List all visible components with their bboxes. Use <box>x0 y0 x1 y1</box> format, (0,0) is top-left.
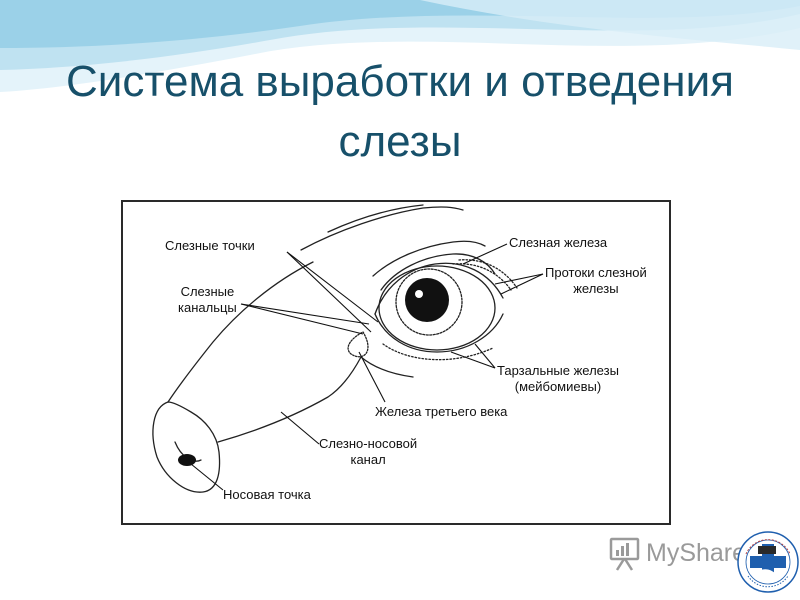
label-third-eyelid-gland: Железа третьего века <box>375 404 508 419</box>
label-nasolacrimal-canal: Слезно-носовой канал <box>319 436 417 468</box>
label-canaliculi-line-1: Слезные <box>180 284 235 299</box>
label-gland-ducts-line-2: железы <box>573 281 619 296</box>
myshared-watermark: MyShare <box>608 534 748 574</box>
label-tarsal-glands-line-2: (мейбомиевы) <box>514 379 602 394</box>
label-tear-points: Слезные точки <box>165 238 255 253</box>
iris <box>395 268 463 336</box>
head-outline <box>300 206 464 251</box>
label-lacrimal-gland: Слезная железа <box>509 235 608 250</box>
eye-anatomy-diagram: Слезные точки Слезные канальцы Слезная ж… <box>121 200 671 525</box>
lower-eyelid <box>374 313 504 353</box>
slide-title: Система выработки и отведения слезы <box>0 52 800 172</box>
veterinary-seal-logo <box>737 531 799 593</box>
upper-lid-crease <box>380 253 496 291</box>
header-wave-decoration <box>0 0 800 92</box>
label-gland-ducts: Протоки слезной железы <box>545 265 647 297</box>
label-tarsal-glands-line-1: Тарзальные железы <box>497 363 619 378</box>
label-canaliculi-line-2: канальцы <box>178 300 237 315</box>
eyeball <box>378 265 496 351</box>
label-nasolacrimal-line-1: Слезно-носовой <box>319 436 418 451</box>
label-canaliculi: Слезные канальцы <box>178 284 237 316</box>
slide-title-line-2: слезы <box>338 117 462 166</box>
label-nasolacrimal-line-2: канал <box>350 452 386 467</box>
muzzle-top-line <box>167 261 314 403</box>
brow-curve <box>372 240 486 277</box>
pupil <box>405 278 449 322</box>
upper-eyelid <box>374 262 504 315</box>
forehead-line <box>327 204 424 233</box>
label-gland-ducts-line-1: Протоки слезной <box>545 265 647 280</box>
cheek-line <box>360 356 414 378</box>
nostril <box>178 454 196 466</box>
slide-title-line-1: Система выработки и отведения <box>66 57 734 106</box>
presentation-board-icon <box>609 537 640 571</box>
label-tarsal-glands: Тарзальные железы (мейбомиевы) <box>497 363 619 395</box>
muzzle-bottom-line <box>217 356 362 443</box>
watermark-text: MyShare <box>646 539 747 567</box>
label-nasal-point: Носовая точка <box>223 487 311 502</box>
eye-and-muzzle-drawing <box>152 204 544 493</box>
pupil-highlight <box>415 290 423 298</box>
